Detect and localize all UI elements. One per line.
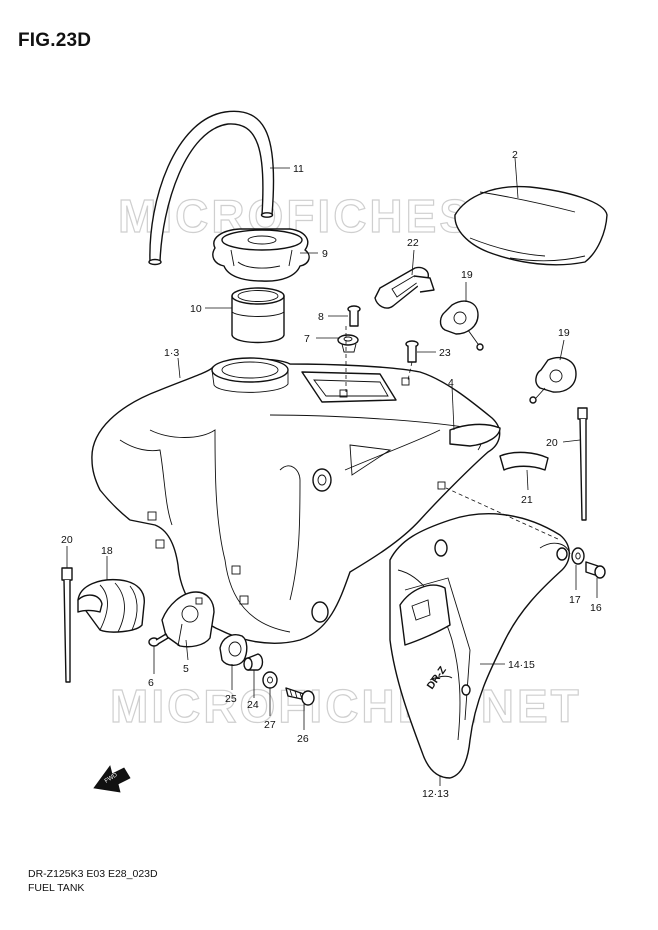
callout-1-3: 1·3 [164,347,179,359]
callout-26: 26 [297,733,309,745]
part-fuel-tank[interactable] [91,357,501,644]
part-strap[interactable] [374,266,435,309]
model-code: DR-Z125K3 E03 E28_023D [28,868,158,880]
callout-11: 11 [293,163,304,175]
part-cushion-21[interactable] [499,451,549,471]
callout-5: 5 [183,663,189,675]
callout-9: 9 [322,248,328,260]
part-bolt-16[interactable] [585,561,606,579]
callout-8: 8 [318,311,324,323]
part-screw-6[interactable] [148,633,169,647]
part-washer-17[interactable] [571,547,585,565]
callout-23: 23 [439,347,451,359]
fwd-arrow-icon: FWD [93,765,131,793]
callout-14-15: 14·15 [508,659,535,671]
part-shroud[interactable] [389,513,571,779]
callout-19-upper: 19 [461,269,473,281]
callout-20-right: 20 [546,437,558,449]
part-washer-27[interactable] [262,671,278,689]
part-washer-7[interactable] [337,334,359,353]
part-guard-18[interactable] [77,578,145,633]
part-fuel-cap[interactable] [212,228,310,282]
part-filler-strainer[interactable] [231,287,285,344]
callout-2: 2 [512,149,518,161]
part-screw-8[interactable] [347,305,361,327]
callout-20-left: 20 [61,534,73,546]
callout-22: 22 [407,237,419,249]
callout-27: 27 [264,719,276,731]
callout-19-lower: 19 [558,327,570,339]
part-cushion[interactable] [449,423,501,447]
callout-6: 6 [148,677,154,689]
callout-24: 24 [247,699,259,711]
part-breather-hose[interactable] [148,110,275,266]
figure-title: FIG.23D [18,30,92,51]
part-cable-tie-left[interactable] [61,567,73,683]
callout-12-13: 12·13 [422,788,449,800]
part-clamp-lower[interactable] [529,356,577,404]
footer: DR-Z125K3 E03 E28_023D FUEL TANK [28,867,158,895]
callout-18: 18 [101,545,113,557]
part-bolt-26[interactable] [285,687,315,706]
callout-17: 17 [569,594,581,606]
callout-4: 4 [448,377,454,389]
callout-7: 7 [304,333,310,345]
part-tank-cover[interactable] [454,185,608,266]
part-collar-24[interactable] [243,653,264,671]
part-cable-tie-right[interactable] [577,407,588,521]
part-clamp-upper[interactable] [439,300,484,351]
watermark-bottom: MICROFICHES.NET [110,680,582,732]
callout-16: 16 [590,602,602,614]
diagram-caption: FUEL TANK [28,882,85,894]
part-screw-23[interactable] [405,340,419,363]
callout-25: 25 [225,693,237,705]
callout-10: 10 [190,303,202,315]
part-grommet-25[interactable] [219,634,248,666]
part-fuel-cock[interactable] [161,591,215,648]
callout-21: 21 [521,494,533,506]
